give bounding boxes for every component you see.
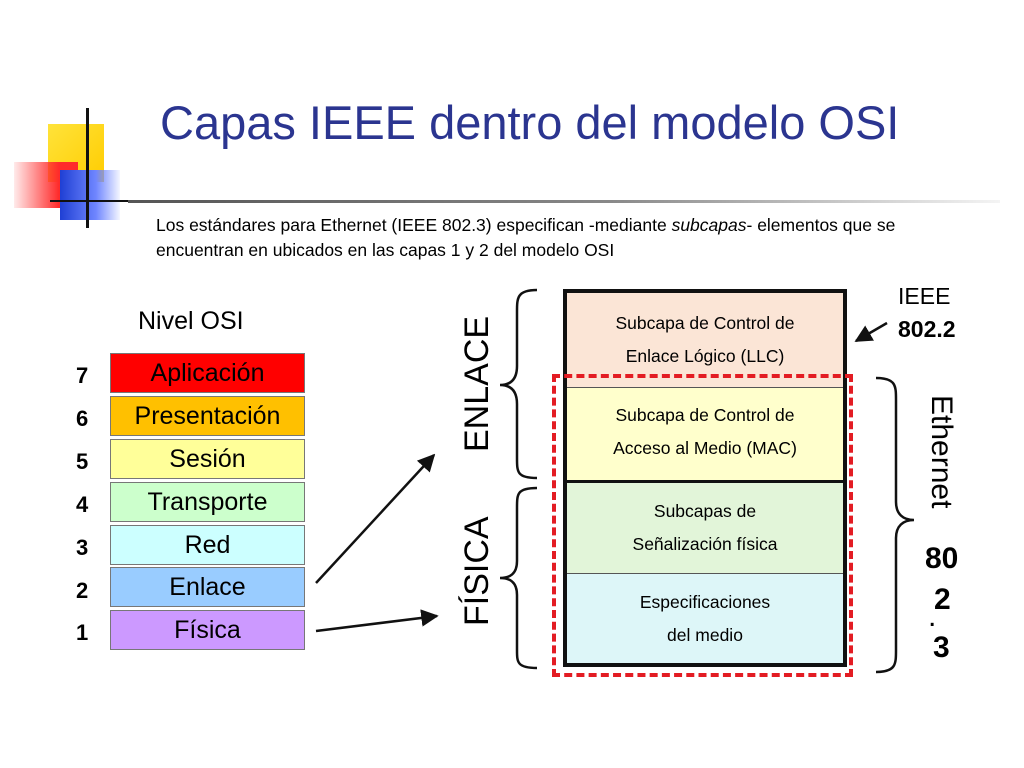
brace-enlace (499, 288, 538, 480)
sublayer-llc-line2: Enlace Lógico (LLC) (625, 346, 785, 366)
sublayer-medium-line1: Especificaciones (639, 592, 771, 612)
sublayer-signaling: Subcapas de Señalización física (567, 480, 843, 573)
osi-heading: Nivel OSI (138, 307, 244, 335)
brace-ethernet (875, 376, 915, 674)
ethernet-num-80: 80 (925, 542, 959, 575)
ethernet-num-dot: . (928, 600, 937, 633)
osi-layer-presentacion: Presentación (110, 396, 305, 436)
logo-blue-square (60, 170, 120, 220)
osi-layer-enlace: Enlace (110, 567, 305, 607)
arrow-fisica (315, 609, 439, 633)
intro-text: Los estándares para Ethernet (IEEE 802.3… (156, 213, 986, 263)
page-title: Capas IEEE dentro del modelo OSI (160, 96, 900, 149)
osi-layer-transporte: Transporte (110, 482, 305, 522)
arrow-enlace (315, 453, 436, 584)
osi-layer-aplicacion: Aplicación (110, 353, 305, 393)
sublayer-medium: Especificaciones del medio (567, 573, 843, 663)
ethernet-dashed-region (552, 374, 853, 677)
ethernet-label: Ethernet (925, 395, 958, 509)
intro-part1: Los estándares para Ethernet (IEEE 802.3… (156, 215, 672, 235)
brace-fisica (499, 486, 538, 670)
sublayer-signaling-line2: Señalización física (632, 534, 778, 554)
osi-layer-num-2: 2 (76, 578, 89, 603)
sublayer-mac: Subcapa de Control de Acceso al Medio (M… (567, 387, 843, 480)
sublayer-mac-line1: Subcapa de Control de (615, 405, 795, 425)
ieee-802-2-label: 802.2 (898, 316, 956, 342)
sublayer-medium-line2: del medio (667, 625, 743, 645)
logo-vertical-line (86, 108, 89, 228)
arrow-ieee (854, 321, 888, 343)
osi-layer-fisica: Física (110, 610, 305, 650)
osi-layer-num-6: 6 (76, 406, 89, 431)
sublayer-signaling-line1: Subcapas de (653, 501, 757, 521)
intro-italic: subcapas (671, 215, 747, 235)
osi-layer-red: Red (110, 525, 305, 565)
ieee-label: IEEE (898, 283, 951, 309)
ieee-sublayer-stack: Subcapa de Control de Enlace Lógico (LLC… (563, 289, 847, 667)
logo-horizontal-line (50, 200, 130, 202)
ethernet-num-2: 2 (934, 583, 951, 616)
osi-layer-num-4: 4 (76, 492, 89, 517)
title-rule (128, 200, 1000, 203)
osi-layer-num-7: 7 (76, 363, 89, 388)
sublayer-llc: Subcapa de Control de Enlace Lógico (LLC… (567, 293, 843, 387)
osi-layer-sesion: Sesión (110, 439, 305, 479)
intro-part2: - elementos que se encuentran en ubicado… (156, 215, 896, 260)
osi-layer-num-3: 3 (76, 535, 89, 560)
ethernet-num-3: 3 (933, 631, 950, 664)
sublayer-mac-line2: Acceso al Medio (MAC) (613, 438, 797, 458)
osi-layer-num-5: 5 (76, 449, 89, 474)
osi-layer-num-1: 1 (76, 620, 89, 645)
sublayer-llc-line1: Subcapa de Control de (615, 313, 795, 333)
